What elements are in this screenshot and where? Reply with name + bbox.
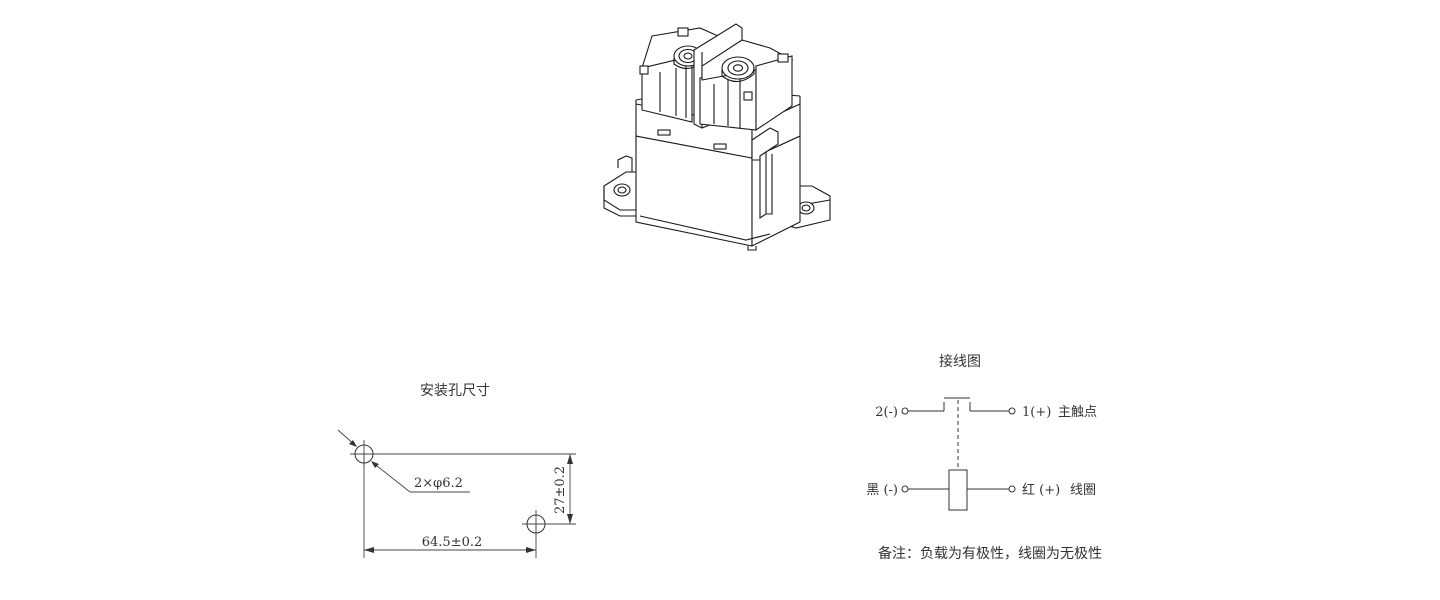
wiring-title: 接线图 xyxy=(939,353,981,370)
coil-left-terminal: 黑 (-) xyxy=(866,483,898,498)
relay-drawing xyxy=(603,23,831,251)
coil: 黑 (-) 红 (+) 线圈 xyxy=(866,469,1096,511)
height-dimension-label: 27±0.2 xyxy=(553,466,568,514)
wiring-note: 备注：负载为有极性，线圈为无极性 xyxy=(878,545,1102,562)
main-contact-left-terminal: 2(-) xyxy=(875,405,898,420)
wiring-diagram: 接线图 2(-) 1(+) 主触点 黑 (-) 红 (+) 线圈 xyxy=(866,353,1102,562)
coil-symbol xyxy=(948,469,968,511)
coil-label: 线圈 xyxy=(1070,483,1096,498)
coil-right-terminal: 红 (+) xyxy=(1022,482,1060,498)
main-contact-right-terminal: 1(+) xyxy=(1022,405,1051,420)
mounting-title: 安装孔尺寸 xyxy=(420,383,490,399)
mounting-hole-drawing: 安装孔尺寸 2×φ6.2 64.5±0.2 xyxy=(337,383,576,558)
main-contact: 2(-) 1(+) 主触点 xyxy=(875,397,1097,420)
hole-spec-label: 2×φ6.2 xyxy=(414,476,463,491)
width-dimension-label: 64.5±0.2 xyxy=(422,535,483,550)
main-contact-label: 主触点 xyxy=(1058,405,1097,420)
